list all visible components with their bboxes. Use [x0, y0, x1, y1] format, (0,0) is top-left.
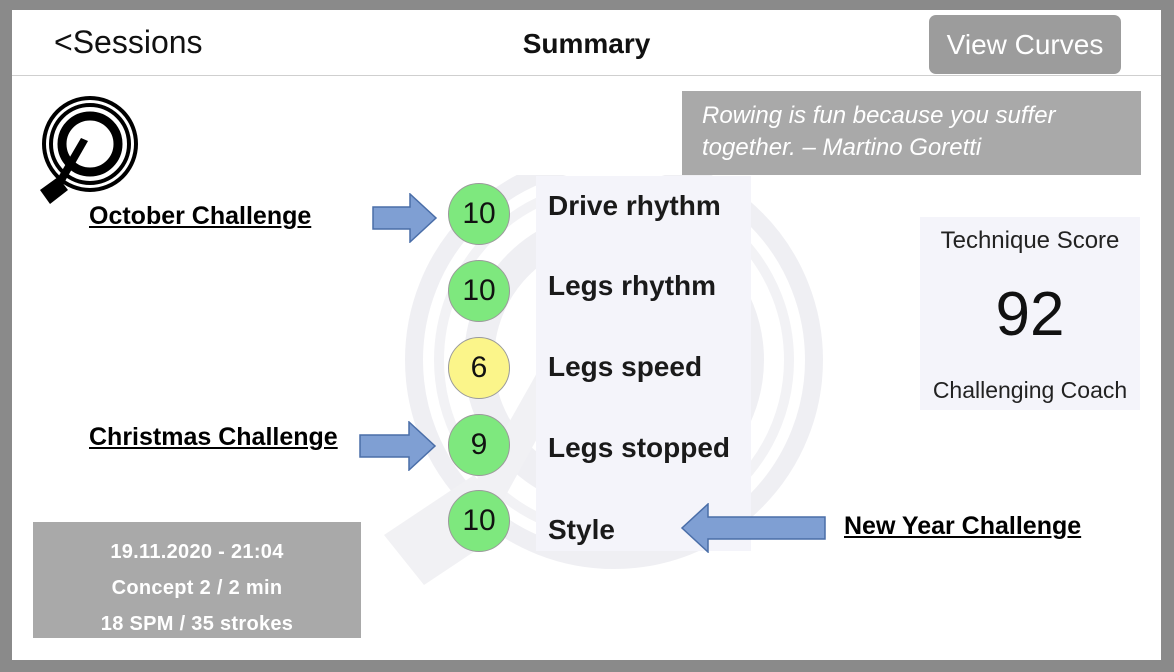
metrics-panel [536, 176, 751, 551]
arrow-right-icon [359, 421, 437, 471]
session-datetime: 19.11.2020 - 21:04 [110, 541, 284, 563]
metric-label: Style [548, 514, 615, 545]
arrow-left-icon [680, 503, 826, 553]
christmas-challenge-label: Christmas Challenge [89, 423, 338, 451]
session-machine: Concept 2 / 2 min [111, 577, 283, 599]
app-screen: <Sessions Summary View Curves Rowing is … [12, 10, 1161, 660]
metric-label: Legs stopped [548, 432, 731, 463]
session-stats: 18 SPM / 35 strokes [100, 613, 294, 635]
quote-line-1: Rowing is fun because you suffer [702, 102, 1056, 129]
nav-bar: <Sessions Summary View Curves [12, 10, 1161, 76]
quote-line-2: together. – Martino Goretti [702, 134, 982, 161]
metric-label: Drive rhythm [548, 190, 721, 221]
arrow-right-icon [372, 193, 438, 243]
metric-legs-speed: 6 Legs speed [448, 337, 778, 399]
metric-score-badge: 10 [448, 490, 510, 552]
metric-score-badge: 9 [448, 414, 510, 476]
technique-score-card: Technique Score 92 Challenging Coach [920, 217, 1140, 410]
october-challenge-label: October Challenge [89, 202, 312, 230]
metric-legs-rhythm: 10 Legs rhythm [448, 260, 778, 322]
metric-style: 10 Style [448, 490, 778, 552]
metric-score-badge: 6 [448, 337, 510, 399]
new-year-challenge-label: New Year Challenge [844, 512, 1082, 540]
metric-legs-stopped: 9 Legs stopped [448, 414, 778, 476]
metric-score-badge: 10 [448, 260, 510, 322]
quote-box: Rowing is fun because you suffer togethe… [682, 91, 1141, 175]
metric-label: Legs rhythm [548, 270, 717, 301]
app-logo-icon [40, 96, 138, 204]
metric-label: Legs speed [548, 351, 703, 382]
metric-drive-rhythm: 10 Drive rhythm [448, 183, 778, 245]
coach-name: Challenging Coach [932, 377, 1128, 403]
view-curves-button[interactable]: View Curves [929, 15, 1121, 74]
back-button[interactable]: <Sessions [54, 24, 203, 60]
technique-score-value: 92 [995, 280, 1065, 349]
session-info-box: 19.11.2020 - 21:04 Concept 2 / 2 min 18 … [33, 522, 361, 638]
technique-score-title: Technique Score [940, 227, 1120, 254]
metric-score-badge: 10 [448, 183, 510, 245]
